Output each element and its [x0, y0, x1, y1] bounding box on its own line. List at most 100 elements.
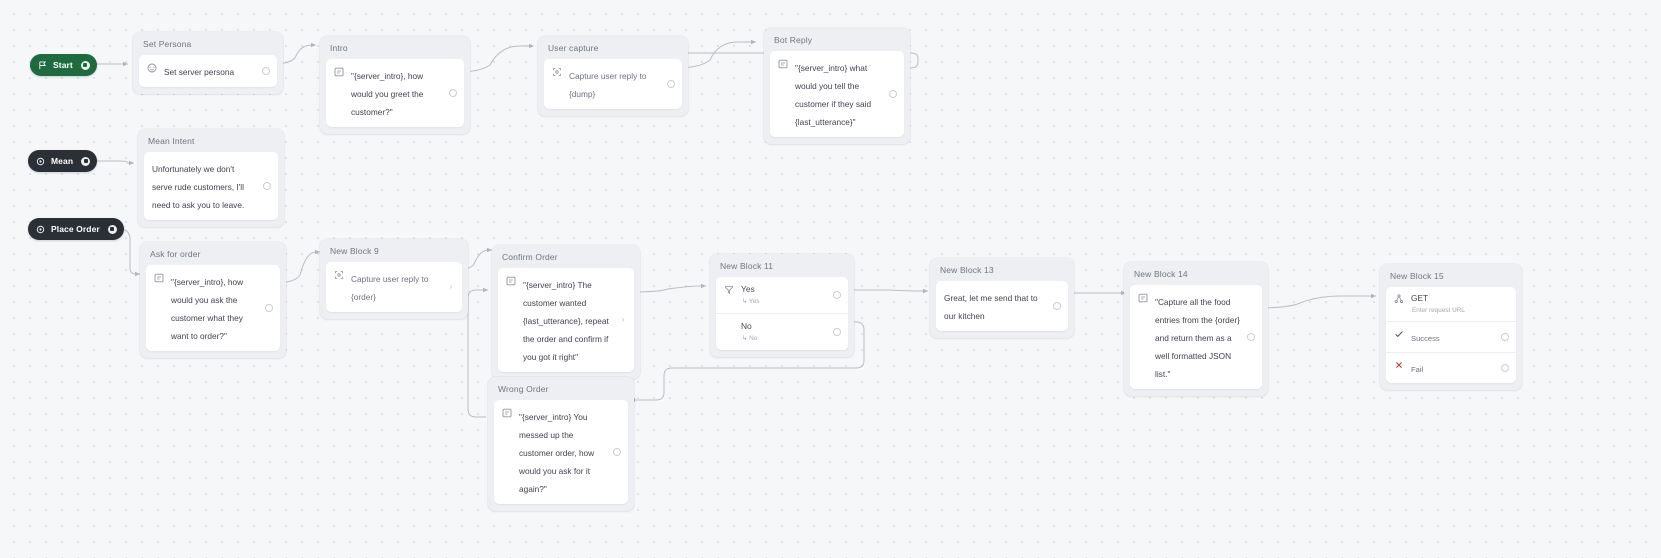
row-port[interactable] — [667, 80, 675, 88]
trigger-place-order[interactable]: Place Order — [28, 218, 124, 240]
node-title: New Block 14 — [1134, 269, 1188, 279]
node-body: Yes ↳ Yes No ↳ No — [716, 277, 848, 350]
node-title: New Block 15 — [1390, 271, 1444, 281]
node-title: New Block 11 — [720, 261, 774, 271]
node-body: "{server_intro} The customer wanted {las… — [498, 268, 634, 372]
node-title: User capture — [548, 43, 599, 53]
prompt-icon — [502, 408, 512, 418]
row-text: Fail — [1411, 365, 1424, 374]
row-port[interactable]: › — [449, 282, 453, 291]
row-port[interactable] — [889, 90, 897, 98]
node-title: Mean Intent — [148, 136, 195, 146]
api-icon — [1394, 293, 1404, 304]
row-subtext: ↳ No — [742, 335, 758, 342]
row-port[interactable] — [1247, 333, 1255, 341]
node-new-block-15[interactable]: New Block 15 GET Enter request URL Succe… — [1380, 264, 1522, 390]
row-text: "{server_intro}, how would you ask the c… — [171, 277, 244, 341]
node-row[interactable]: "{server_intro} You messed up the custom… — [494, 400, 628, 504]
row-port[interactable] — [1053, 302, 1061, 310]
node-body: Set server persona — [139, 55, 277, 87]
persona-icon — [147, 63, 157, 73]
node-body: Unfortunately we don't serve rude custom… — [144, 152, 278, 220]
row-text: Great, let me send that to our kitchen — [944, 293, 1038, 321]
trigger-label: Place Order — [51, 224, 100, 234]
node-row[interactable]: "Capture all the food entries from the {… — [1130, 285, 1262, 389]
row-text: Success — [1411, 334, 1440, 343]
row-text: "{server_intro}, how would you greet the… — [351, 71, 424, 117]
node-wrong-order[interactable]: Wrong Order "{server_intro} You messed u… — [488, 377, 634, 511]
row-text: Unfortunately we don't serve rude custom… — [152, 164, 245, 210]
prompt-icon — [154, 273, 164, 283]
trigger-label: Mean — [51, 156, 74, 166]
node-row[interactable]: Capture user reply to {dump} — [544, 59, 682, 109]
row-port[interactable] — [613, 448, 621, 456]
node-title: Intro — [330, 43, 348, 53]
row-port[interactable] — [833, 328, 841, 336]
node-row[interactable]: "{server_intro}, how would you ask the c… — [146, 265, 280, 351]
node-title: Wrong Order — [498, 384, 549, 394]
prompt-icon — [334, 67, 344, 77]
row-subtext: ↳ Yes — [742, 298, 760, 305]
row-port[interactable] — [449, 89, 457, 97]
node-new-block-14[interactable]: New Block 14 "Capture all the food entri… — [1124, 262, 1268, 396]
row-port[interactable] — [833, 291, 841, 299]
node-new-block-13[interactable]: New Block 13 Great, let me send that to … — [930, 258, 1074, 338]
trigger-port[interactable] — [107, 224, 117, 234]
node-title: Ask for order — [150, 249, 201, 259]
prompt-icon — [1138, 293, 1148, 303]
node-row[interactable]: Great, let me send that to our kitchen — [936, 281, 1068, 331]
request-url-placeholder[interactable]: Enter request URL — [1412, 307, 1465, 314]
node-row-success[interactable]: Success — [1386, 321, 1516, 352]
trigger-port[interactable] — [81, 156, 91, 166]
trigger-start[interactable]: Start — [30, 54, 97, 76]
row-text: Yes — [741, 284, 755, 294]
node-body: Capture user reply to {dump} — [544, 59, 682, 109]
node-row[interactable]: "{server_intro}, how would you greet the… — [326, 59, 464, 127]
node-confirm-order[interactable]: Confirm Order "{server_intro} The custom… — [492, 245, 640, 379]
node-body: "{server_intro}, how would you ask the c… — [146, 265, 280, 351]
node-new-block-9[interactable]: New Block 9 Capture user reply to {order… — [320, 239, 468, 319]
node-row[interactable]: "{server_intro} what would you tell the … — [770, 51, 904, 137]
target-icon — [36, 225, 45, 234]
capture-icon — [552, 67, 562, 77]
row-text: "{server_intro} You messed up the custom… — [519, 412, 595, 494]
node-body: "Capture all the food entries from the {… — [1130, 285, 1262, 389]
node-ask-for-order[interactable]: Ask for order "{server_intro}, how would… — [140, 242, 286, 358]
node-row[interactable]: "{server_intro} The customer wanted {las… — [498, 268, 634, 372]
node-row-request[interactable]: GET Enter request URL — [1386, 287, 1516, 321]
row-port[interactable] — [263, 182, 271, 190]
node-mean-intent[interactable]: Mean Intent Unfortunately we don't serve… — [138, 129, 284, 227]
node-body: Capture user reply to {order} › — [326, 262, 462, 312]
trigger-mean[interactable]: Mean — [28, 150, 98, 172]
row-port[interactable]: › — [621, 315, 625, 324]
trigger-port[interactable] — [80, 60, 90, 70]
node-row[interactable]: Set server persona — [139, 55, 277, 87]
node-bot-reply[interactable]: Bot Reply "{server_intro} what would you… — [764, 28, 910, 144]
node-set-persona[interactable]: Set Persona Set server persona — [133, 32, 283, 94]
node-row[interactable]: No ↳ No — [716, 313, 848, 350]
row-port[interactable] — [265, 304, 273, 312]
capture-icon — [334, 270, 344, 280]
check-icon — [1394, 329, 1404, 339]
node-title: New Block 13 — [940, 265, 994, 275]
row-port[interactable] — [1501, 333, 1509, 341]
node-new-block-11[interactable]: New Block 11 Yes ↳ Yes No ↳ No — [710, 254, 854, 357]
row-port[interactable] — [262, 67, 270, 75]
flag-icon — [38, 60, 47, 70]
row-text: "{server_intro} The customer wanted {las… — [523, 280, 609, 362]
row-port[interactable] — [1501, 364, 1509, 372]
row-text: Capture user reply to {dump} — [569, 71, 647, 99]
node-intro[interactable]: Intro "{server_intro}, how would you gre… — [320, 36, 470, 134]
node-user-capture[interactable]: User capture Capture user reply to {dump… — [538, 36, 688, 116]
node-title: Bot Reply — [774, 35, 813, 45]
node-row[interactable]: Yes ↳ Yes — [716, 277, 848, 313]
node-body: "{server_intro} what would you tell the … — [770, 51, 904, 137]
node-row-fail[interactable]: Fail — [1386, 352, 1516, 383]
node-row[interactable]: Unfortunately we don't serve rude custom… — [144, 152, 278, 220]
node-row[interactable]: Capture user reply to {order} › — [326, 262, 462, 312]
row-text: No — [741, 321, 752, 331]
x-icon — [1394, 360, 1404, 370]
target-icon — [36, 157, 45, 166]
prompt-icon — [506, 276, 516, 286]
